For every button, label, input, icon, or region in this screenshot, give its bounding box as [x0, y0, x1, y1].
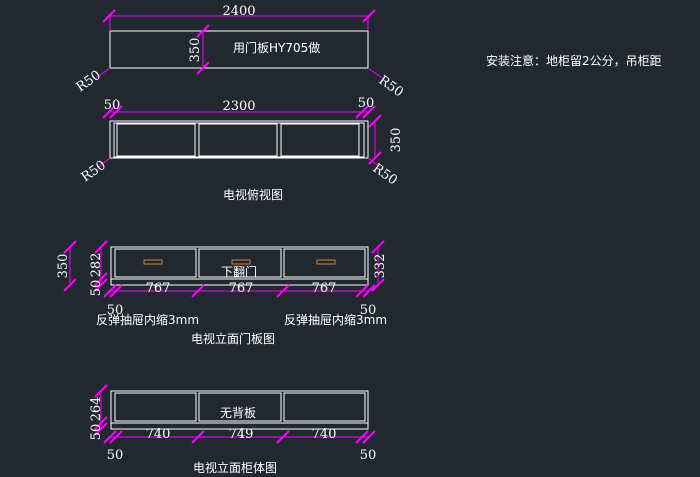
- top-view-title: 电视俯视图: [223, 187, 283, 202]
- drawer-front-middle: [198, 248, 282, 278]
- dimension-tick: [368, 151, 382, 165]
- dimension-tick: [371, 278, 385, 292]
- depth-dimension-label: 350: [389, 128, 404, 153]
- right-offset-label: 50: [360, 303, 377, 318]
- door-elevation-title: 电视立面门板图: [191, 331, 275, 346]
- width-dimension-label: 2300: [222, 99, 255, 114]
- section-width-label: 740: [312, 427, 337, 442]
- dimension-tick: [355, 430, 369, 444]
- dimension-tick: [371, 240, 385, 254]
- dimension-tick: [355, 284, 369, 298]
- left-offset-label: 50: [107, 303, 124, 318]
- compartment-middle: [198, 392, 282, 422]
- cabinet-elevation: 无背板 264 50 740 749 740 50 50 电视立面柜体图: [89, 384, 377, 475]
- right-height-label: 332: [373, 254, 388, 279]
- dimension-tick: [102, 105, 116, 119]
- dimension-tick: [109, 284, 123, 298]
- compartment-left: [114, 392, 197, 422]
- section-left: [116, 123, 196, 157]
- dimension-tick: [94, 384, 108, 398]
- compartment-right: [283, 392, 366, 422]
- door-label: 下翻门: [221, 264, 257, 279]
- countertop-outline: [109, 30, 369, 69]
- no-back-panel-label: 无背板: [220, 406, 256, 420]
- section-right: [280, 123, 360, 157]
- dimension-tick: [196, 24, 210, 38]
- cabinet-inner-outline: [113, 122, 365, 158]
- drawer-width-label: 767: [229, 281, 254, 296]
- dimension-tick: [94, 278, 108, 292]
- dimension-tick: [362, 284, 376, 298]
- drawer-handle-icon: [316, 259, 336, 265]
- dimension-tick: [103, 430, 117, 444]
- base-height-label: 50: [89, 424, 104, 441]
- dimension-tick: [276, 284, 290, 298]
- total-height-label: 350: [56, 254, 71, 279]
- left-offset-label: 50: [104, 98, 121, 113]
- left-offset-label: 50: [107, 448, 124, 463]
- radius-label-left: R50: [74, 68, 104, 95]
- radius-leader: [95, 67, 111, 79]
- section-width-label: 749: [229, 427, 254, 442]
- drawer-width-label: 767: [312, 281, 337, 296]
- drawer-note-left: 反弹抽屉内缩3mm: [96, 312, 199, 327]
- right-offset-label: 50: [360, 448, 377, 463]
- dimension-tick: [355, 105, 369, 119]
- width-dimension-label: 2400: [222, 4, 255, 19]
- drawer-front-right: [283, 248, 366, 278]
- dimension-tick: [109, 105, 123, 119]
- drawer-note-right: 反弹抽屉内缩3mm: [284, 312, 387, 327]
- dimension-tick: [362, 430, 376, 444]
- cabinet-outline: [110, 390, 369, 430]
- dimension-tick: [63, 278, 77, 292]
- door-elevation: 下翻门 350 282 50 332 767 767 767 50 50 反弹抽…: [56, 240, 388, 346]
- drawer-width-label: 767: [146, 281, 171, 296]
- cabinet-outline: [110, 246, 369, 286]
- material-label: 用门板HY705做: [233, 40, 320, 55]
- dimension-tick: [102, 9, 116, 23]
- dimension-tick: [103, 284, 117, 298]
- dimension-tick: [362, 9, 376, 23]
- right-offset-label: 50: [358, 96, 375, 111]
- inner-height-label: 282: [89, 253, 104, 278]
- dimension-tick: [191, 284, 205, 298]
- radius-label-right: R50: [376, 73, 406, 100]
- section-middle: [198, 123, 278, 157]
- cabinet-elevation-title: 电视立面柜体图: [193, 460, 277, 475]
- dimension-tick: [368, 114, 382, 128]
- radius-leader: [367, 157, 381, 168]
- top-view-1: 2400 350 用门板HY705做 R50 R50: [74, 4, 406, 100]
- top-view-2: 50 2300 50 350 R50 R50 电视俯视图: [79, 96, 404, 202]
- dimension-tick: [109, 430, 123, 444]
- cabinet-outline: [109, 120, 369, 159]
- drawer-front-left: [114, 248, 197, 278]
- dimension-tick: [276, 430, 290, 444]
- dimension-tick: [191, 430, 205, 444]
- drawer-handle-icon: [143, 259, 163, 265]
- dimension-tick: [94, 416, 108, 430]
- drawer-handle-icon: [231, 259, 251, 265]
- dimension-tick: [94, 422, 108, 436]
- radius-label-right: R50: [370, 161, 400, 188]
- dimension-tick: [362, 105, 376, 119]
- radius-leader: [97, 157, 111, 168]
- dimension-tick: [94, 240, 108, 254]
- dimension-tick: [196, 61, 210, 75]
- radius-leader: [367, 67, 383, 79]
- height-dimension-label: 350: [188, 38, 203, 63]
- base-height-label: 50: [89, 280, 104, 297]
- section-width-label: 740: [146, 427, 171, 442]
- inner-height-label: 264: [89, 397, 104, 422]
- dimension-tick: [63, 240, 77, 254]
- dimension-tick: [94, 272, 108, 286]
- install-note: 安装注意：地柜留2公分，吊柜距: [486, 53, 662, 68]
